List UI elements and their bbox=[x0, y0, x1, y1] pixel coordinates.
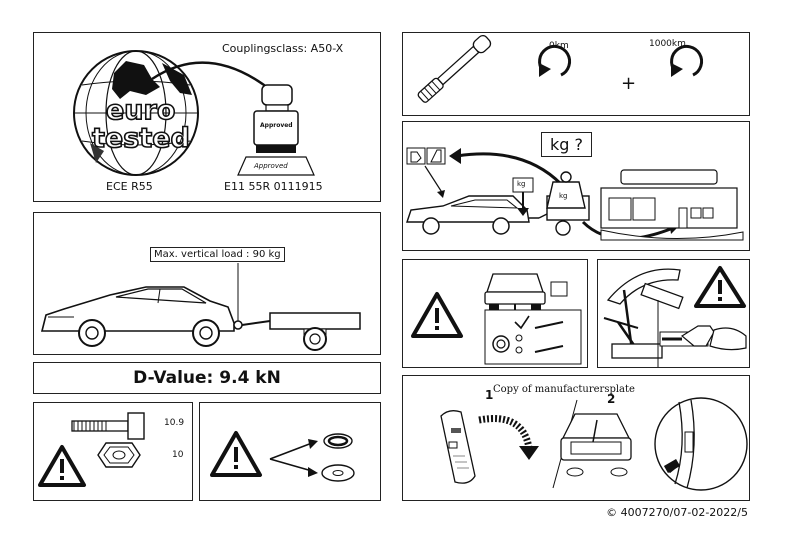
approval-panel: Couplingsclass: A50-X euro tested Approv… bbox=[33, 32, 381, 202]
socket-panel bbox=[402, 259, 588, 368]
euro-word: euro bbox=[105, 94, 176, 127]
plus-sign: + bbox=[621, 73, 637, 94]
nut-grade: 10 bbox=[172, 450, 184, 460]
stamp-approved-bottom: Approved bbox=[254, 162, 288, 170]
detachable-towbar-illustration bbox=[603, 266, 747, 367]
washer-panel bbox=[199, 402, 381, 501]
step-1-label: 1 bbox=[485, 388, 494, 402]
manufacturer-plate-illustration bbox=[440, 397, 748, 491]
d-value-panel: D-Value: 9.4 kN bbox=[33, 362, 381, 394]
kg-question-box: kg ? bbox=[541, 132, 592, 157]
socket-warning-illustration bbox=[411, 273, 582, 365]
document-code: © 4007270/07-02-2022/5 bbox=[606, 506, 748, 519]
d-value-label: D-Value: 9.4 kN bbox=[133, 368, 281, 388]
torque-panel: 0km 1000km + bbox=[402, 32, 750, 116]
stamp-approved-top: Approved bbox=[260, 122, 293, 129]
coupling-class-label: Couplingsclass: A50-X bbox=[222, 42, 344, 55]
tested-word: tested bbox=[91, 122, 190, 155]
weigh-panel: kg ? kg kg bbox=[402, 121, 750, 251]
euro-tested-globe-icon bbox=[73, 50, 315, 176]
bolt-grade: 10.9 bbox=[164, 418, 185, 428]
manufacturer-plate-panel: 1 2 Copy of manufacturersplate bbox=[402, 375, 750, 501]
car-with-trailer-illustration bbox=[40, 263, 361, 351]
max-vertical-load-label: Max. vertical load : 90 kg bbox=[150, 247, 285, 262]
ece-label: ECE R55 bbox=[106, 180, 153, 193]
later-km-label: 1000km bbox=[649, 39, 686, 49]
detachable-panel bbox=[597, 259, 750, 368]
copy-manufacturer-plate-label: Copy of manufacturersplate bbox=[493, 384, 635, 395]
bolt-panel: 10.9 10 bbox=[33, 402, 193, 501]
vertical-load-panel: Max. vertical load : 90 kg bbox=[33, 212, 381, 355]
approval-number: E11 55R 0111915 bbox=[224, 180, 323, 193]
warning-icon bbox=[38, 445, 86, 487]
kg-scale-label: kg bbox=[517, 180, 526, 188]
washer-warning-illustration bbox=[210, 431, 355, 482]
weighing-illustration bbox=[406, 147, 744, 241]
bolt-icon bbox=[71, 412, 145, 440]
rotation-arrow-icon bbox=[538, 44, 571, 77]
start-km-label: 0km bbox=[549, 41, 569, 51]
nut-icon bbox=[97, 442, 141, 468]
kg-weight-label: kg bbox=[559, 192, 568, 200]
step-2-label: 2 bbox=[607, 392, 616, 406]
rotation-arrow-icon-second bbox=[670, 44, 703, 77]
torque-wrench-icon bbox=[417, 34, 492, 103]
